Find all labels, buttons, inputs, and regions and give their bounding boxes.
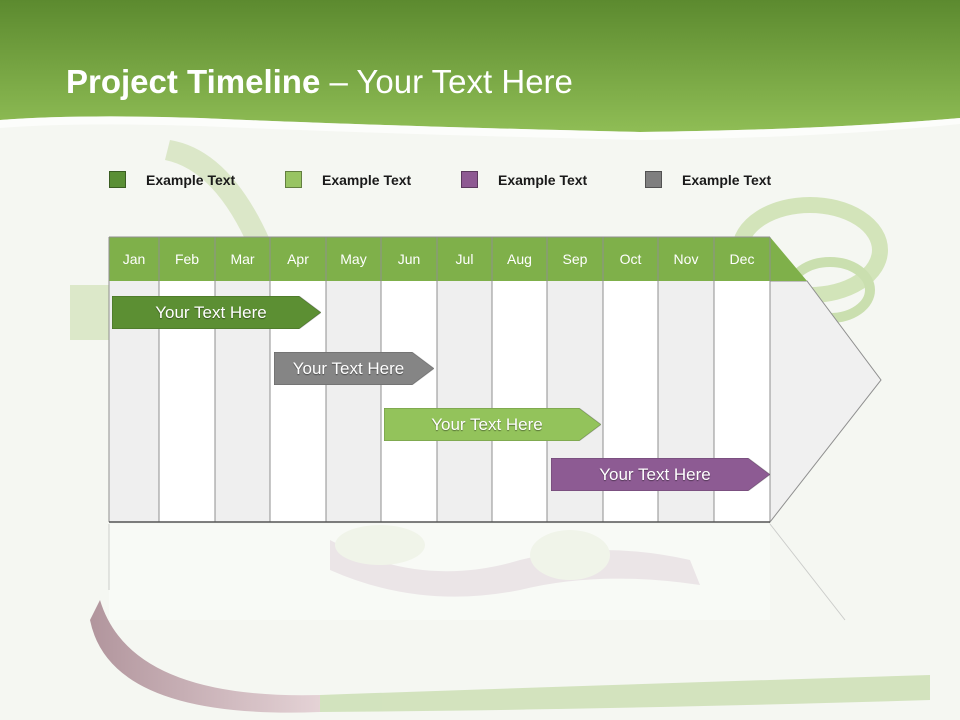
month-column: [492, 281, 547, 522]
header-row-background: [109, 237, 770, 281]
task-label: Your Text Here: [431, 415, 543, 434]
month-label-nov: Nov: [673, 251, 699, 267]
background-onion-decoration: [70, 140, 930, 713]
month-label-dec: Dec: [729, 251, 755, 267]
task-bar-2[interactable]: Your Text Here: [274, 352, 434, 385]
month-column: [381, 281, 437, 522]
month-label-aug: Aug: [507, 251, 532, 267]
month-label-mar: Mar: [230, 251, 255, 267]
month-label-jan: Jan: [122, 251, 146, 267]
month-label-sep: Sep: [562, 251, 588, 267]
legend-swatch: [645, 171, 662, 188]
legend-label: Example Text: [498, 172, 588, 188]
legend-swatch: [285, 171, 302, 188]
task-label: Your Text Here: [155, 303, 267, 322]
month-label-apr: Apr: [287, 251, 309, 267]
month-label-oct: Oct: [619, 251, 642, 267]
task-arrow-shape: [274, 352, 434, 385]
legend-label: Example Text: [146, 172, 236, 188]
legend-swatch: [461, 171, 478, 188]
month-column: [437, 281, 492, 522]
month-label-feb: Feb: [174, 251, 200, 267]
legend-label: Example Text: [682, 172, 772, 188]
task-arrow-shape: [551, 458, 770, 491]
task-label: Your Text Here: [292, 359, 405, 378]
header-band: [0, 0, 960, 132]
timeline-reflection: [109, 524, 770, 620]
month-label-jul: Jul: [455, 251, 474, 267]
month-label-may: May: [340, 251, 367, 267]
task-bar-3[interactable]: Your Text Here: [384, 408, 601, 441]
legend-label: Example Text: [322, 172, 412, 188]
reflection-edge: [769, 523, 846, 621]
task-label: Your Text Here: [599, 465, 711, 484]
task-bar-4[interactable]: Your Text Here: [551, 458, 770, 491]
task-arrow-shape: [112, 296, 321, 329]
task-arrow-shape: [384, 408, 601, 441]
month-column: [326, 281, 381, 522]
page-title-subtitle: – Your Text Here: [320, 63, 573, 100]
header-arrow-tip: [770, 237, 807, 281]
month-label-jun: Jun: [397, 251, 421, 267]
legend-swatch: [109, 171, 126, 188]
page-title-main: Project Timeline: [66, 63, 321, 100]
timeline-arrow-body: [769, 280, 882, 524]
task-bar-1[interactable]: Your Text Here: [112, 296, 321, 329]
page-title: Project Timeline – Your Text Here: [66, 60, 573, 104]
